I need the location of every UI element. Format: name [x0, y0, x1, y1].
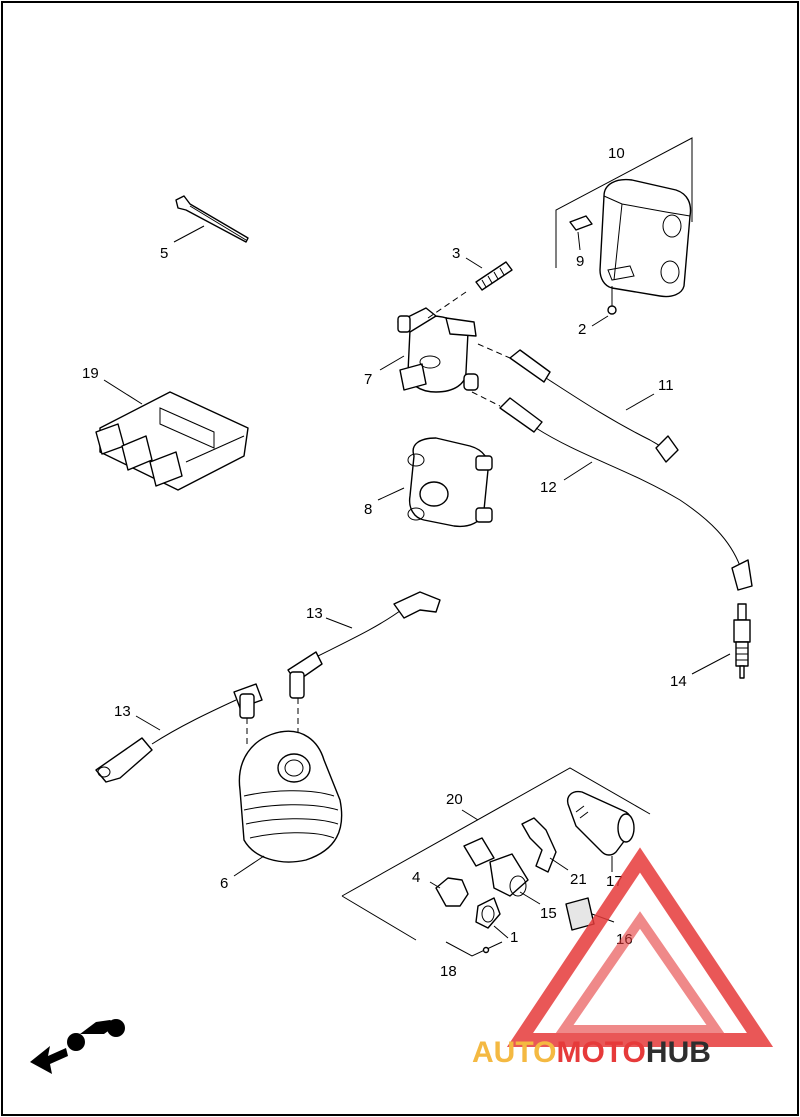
- align-line-c: [471, 391, 501, 407]
- callout-21: 21: [570, 871, 587, 888]
- callout-13-upper: 13: [306, 605, 323, 622]
- part-cover: [599, 178, 692, 298]
- part-coil-wire-lower: [95, 683, 263, 783]
- callout-1: 1: [510, 929, 518, 946]
- part-plug-wire-long: [499, 397, 753, 591]
- callout-6: 6: [220, 875, 228, 892]
- part-clip: [569, 215, 593, 231]
- callout-20: 20: [446, 791, 463, 808]
- callout-12: 12: [540, 479, 557, 496]
- watermark-logo: [506, 847, 774, 1047]
- callout-18: 18: [440, 963, 457, 980]
- callout-11: 11: [658, 377, 674, 394]
- callout-19: 19: [82, 365, 99, 382]
- part-coil-body: [407, 437, 493, 528]
- callout-10: 10: [608, 145, 625, 162]
- part-connector: [463, 837, 529, 897]
- callout-8: 8: [364, 501, 372, 518]
- callout-9: 9: [576, 253, 584, 270]
- group-18-outline: [445, 941, 503, 957]
- callout-7: 7: [364, 371, 372, 388]
- callout-13-lower: 13: [114, 703, 131, 720]
- part-spark-plug: [733, 603, 751, 679]
- callout-4: 4: [412, 869, 420, 886]
- group-20-outline: [341, 767, 651, 941]
- align-line-a: [427, 291, 467, 319]
- motorcycle-direction-icon: [30, 1019, 125, 1074]
- callout-15: 15: [540, 905, 557, 922]
- part-plug-wire-short: [509, 349, 679, 463]
- part-bolt: [475, 261, 513, 291]
- callout-2: 2: [578, 321, 586, 338]
- watermark-text: AUTOMOTOHUB: [472, 1036, 711, 1069]
- part-coil-pack: [238, 730, 343, 863]
- part-ignition-coil: [397, 307, 479, 393]
- part-coil-wire-upper: [287, 591, 441, 699]
- part-nut: [435, 877, 469, 907]
- part-ecm-module: [95, 391, 249, 491]
- part-cable-tie: [175, 195, 249, 243]
- leader-lines: [103, 137, 731, 939]
- part-screw: [607, 286, 617, 315]
- callout-14: 14: [670, 673, 687, 690]
- callout-5: 5: [160, 245, 168, 262]
- align-line-b: [477, 343, 511, 359]
- part-sensor: [566, 790, 635, 856]
- part-grommet: [475, 897, 501, 929]
- callout-3: 3: [452, 245, 460, 262]
- part-retainer-clip: [521, 817, 557, 873]
- part-small-pin: [482, 946, 490, 954]
